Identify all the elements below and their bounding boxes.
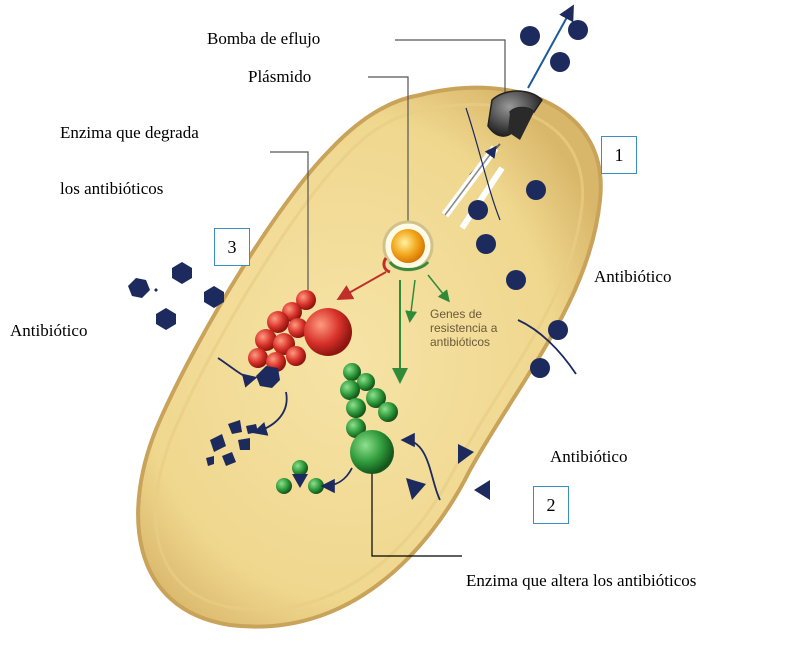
genes-line-1: Genes de xyxy=(430,308,497,322)
cell-body xyxy=(138,88,601,627)
genes-line-3: antibióticos xyxy=(430,336,497,350)
altering-enzyme-label: Enzima que altera los antibióticos xyxy=(466,572,696,589)
plasmid xyxy=(384,222,432,272)
genes-line-2: resistencia a xyxy=(430,322,497,336)
antibiotic-label-lower-right: Antibiótico xyxy=(550,448,627,465)
antibiotic-label-left: Antibiótico xyxy=(10,322,87,339)
mechanism-3-box: 3 xyxy=(214,228,250,266)
mechanism-2-box: 2 xyxy=(533,486,569,524)
antibiotic-label-right: Antibiótico xyxy=(594,268,671,285)
efflux-pump-label: Bomba de eflujo xyxy=(207,30,320,47)
degrading-enzyme-label-line2: los antibióticos xyxy=(60,180,163,197)
plasmid-label: Plásmido xyxy=(248,68,311,85)
resistance-genes-label: Genes de resistencia a antibióticos xyxy=(430,308,497,349)
mechanism-1-box: 1 xyxy=(601,136,637,174)
degrading-enzyme-label-line1: Enzima que degrada xyxy=(60,124,199,141)
